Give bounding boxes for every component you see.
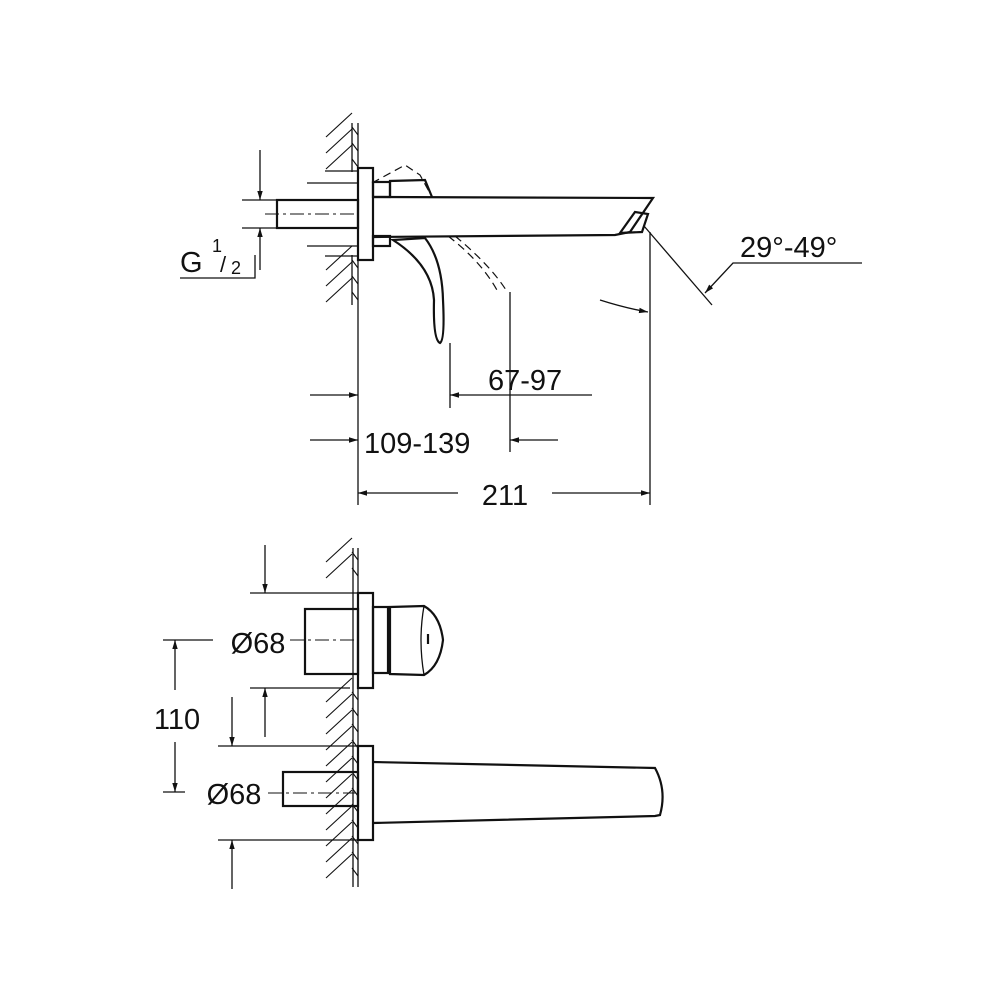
handle-rosette <box>356 591 375 690</box>
handle-collar <box>371 180 392 199</box>
hatch-line <box>351 259 359 269</box>
hatch-line <box>351 291 359 301</box>
lever <box>389 236 445 345</box>
thread-fraction-den: 2 <box>231 258 241 278</box>
hatch-line <box>325 709 353 735</box>
thread-label: G <box>180 247 203 279</box>
hatch-line <box>325 805 353 831</box>
angle-ray <box>643 225 713 306</box>
thread-fraction-num: 1 <box>212 236 222 256</box>
hatch-line <box>351 126 359 136</box>
handle-body <box>303 607 360 676</box>
hatch-line <box>325 693 353 719</box>
thread-fraction-slash: / <box>220 252 227 277</box>
handle-knob <box>388 604 445 677</box>
hatch-line <box>351 158 359 168</box>
lever-offset-label: 67-97 <box>488 365 562 397</box>
hatch-line <box>325 757 353 783</box>
hatch-line <box>351 142 359 152</box>
wall-hatching-top <box>325 112 359 303</box>
hatch-line <box>325 853 353 879</box>
spout-rosette <box>356 744 375 842</box>
hatch-line <box>325 537 353 563</box>
angle-arc <box>599 299 649 314</box>
pipe-stub <box>281 770 360 808</box>
hatch-line <box>325 144 353 170</box>
hatch-line <box>325 773 353 799</box>
wall-flange <box>356 166 375 262</box>
hatch-line <box>325 553 353 579</box>
rosette-lower-label: Ø68 <box>207 779 262 811</box>
hatch-line <box>325 112 353 138</box>
hatch-line <box>325 821 353 847</box>
hatch-line <box>325 277 353 303</box>
aerator <box>617 210 650 235</box>
spout <box>372 195 656 239</box>
hatch-line <box>325 837 353 863</box>
hatch-line <box>351 275 359 285</box>
spout <box>372 760 664 825</box>
wall-depth-label: 109-139 <box>364 428 470 460</box>
hatch-line <box>325 261 353 287</box>
lever-alt-position <box>454 235 507 291</box>
hatch-line <box>325 245 353 271</box>
spacing-label: 110 <box>154 704 200 736</box>
rosette-upper-label: Ø68 <box>231 628 286 660</box>
spout-length-label: 211 <box>482 480 528 512</box>
handle-top <box>388 178 434 198</box>
side-view: G 1 / 2 67-97 109-139 211 29°-49° <box>180 112 862 512</box>
hatch-line <box>325 789 353 815</box>
handle-top-alt-position <box>371 164 433 198</box>
angle-label: 29°-49° <box>740 232 837 264</box>
hatch-line <box>325 128 353 154</box>
top-view: Ø68 110 Ø68 <box>154 537 664 889</box>
hatch-line <box>325 677 353 703</box>
